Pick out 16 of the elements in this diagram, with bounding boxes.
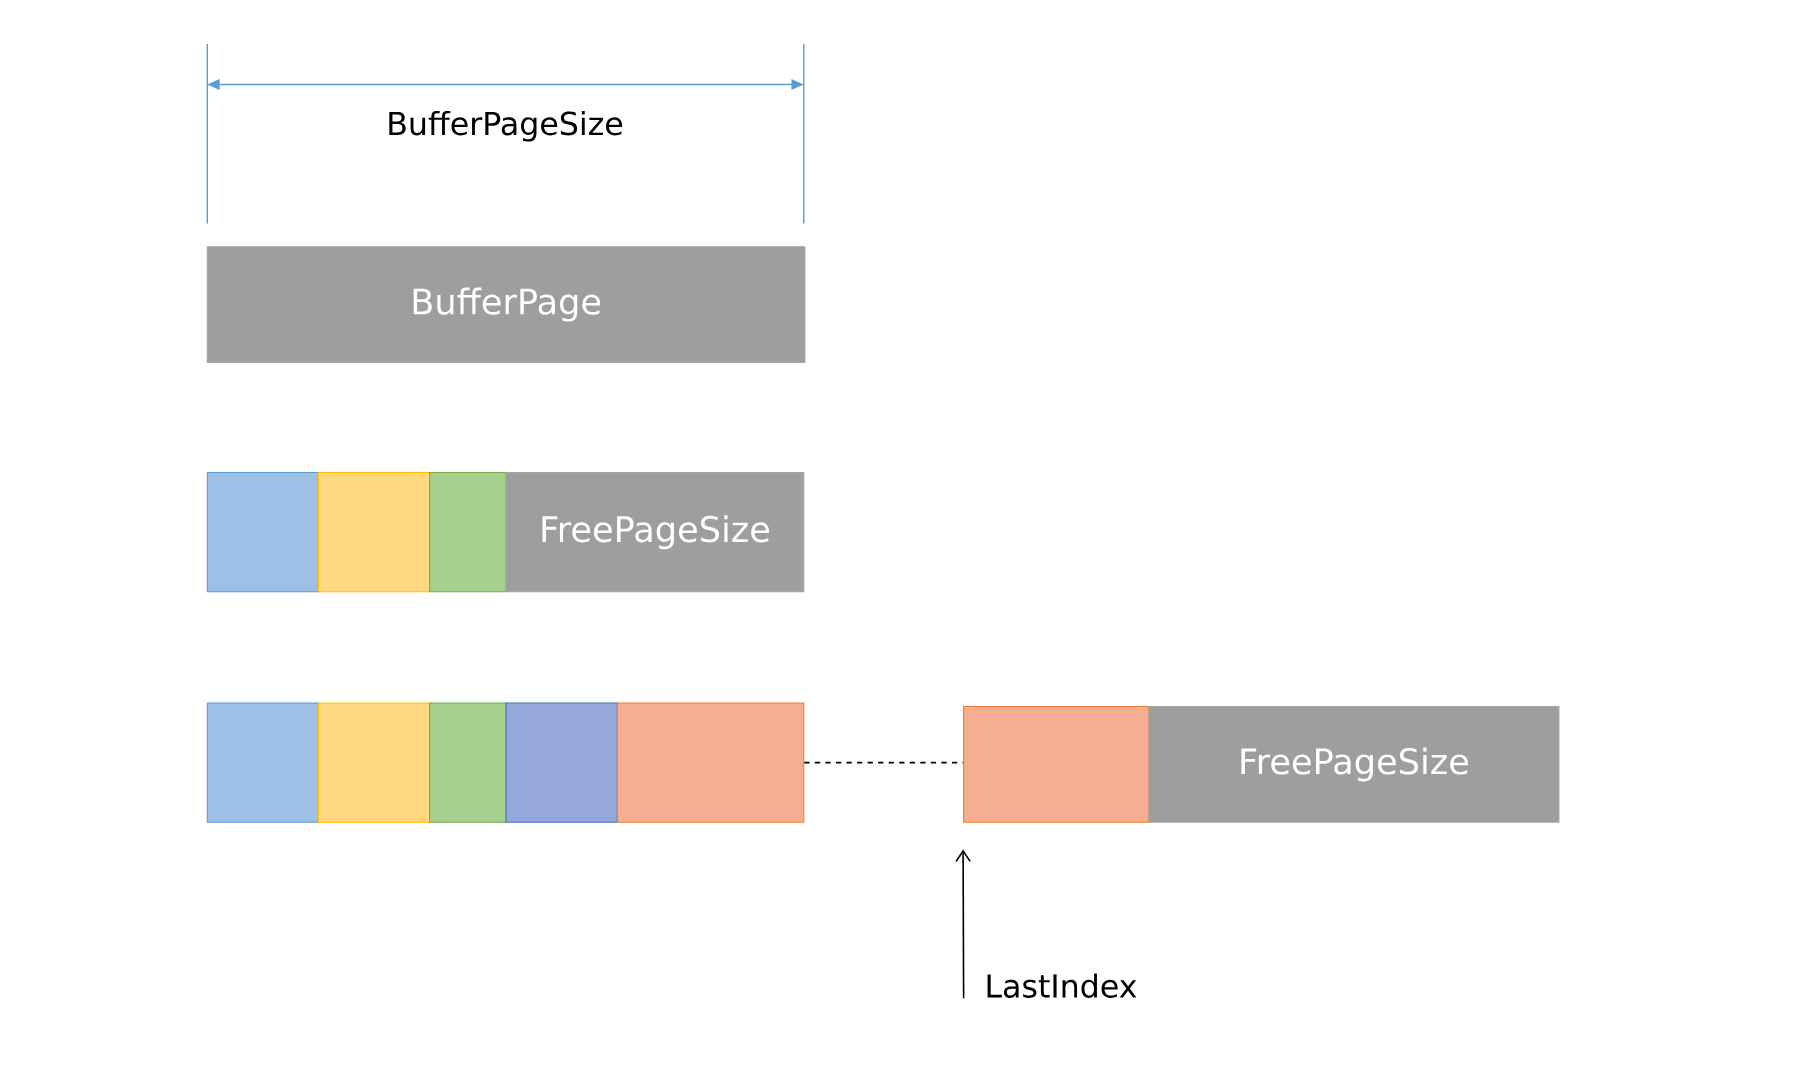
pointer-arrow (955, 849, 971, 1000)
dimension-label: BufferPageSize (389, 110, 623, 142)
memory-block (616, 702, 805, 823)
memory-block (429, 702, 507, 823)
page-block: FreePageSize (505, 472, 805, 593)
page-block: FreePageSize (1148, 705, 1560, 823)
pointer-label: LastIndex (987, 973, 1137, 998)
memory-block (429, 472, 507, 593)
memory-block (318, 472, 431, 593)
memory-block (206, 702, 320, 823)
memory-block (505, 702, 618, 823)
connector-line (803, 761, 964, 764)
page-block: BufferPage (206, 246, 806, 363)
memory-block (206, 472, 320, 593)
memory-block (318, 702, 431, 823)
memory-block (963, 705, 1150, 823)
